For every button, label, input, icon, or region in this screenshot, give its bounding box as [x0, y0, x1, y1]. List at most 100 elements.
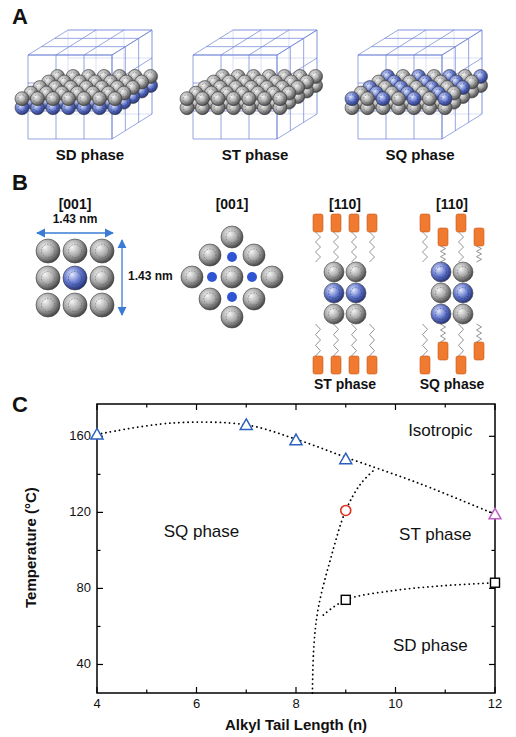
- tick-label: 10: [388, 697, 402, 712]
- mesogen-block: [474, 342, 484, 360]
- x-tick: [146, 404, 147, 408]
- fullerene-facets: [68, 298, 81, 311]
- panel-letter: C: [12, 392, 28, 417]
- fullerene-ball: [345, 92, 359, 106]
- x-tick: [246, 690, 247, 694]
- fullerene-facets: [204, 249, 216, 261]
- x-tick: [395, 687, 396, 693]
- x-tick: [295, 404, 296, 410]
- blue-site: [227, 252, 237, 262]
- fullerene-facets: [436, 288, 447, 299]
- lattice-line: [193, 139, 277, 140]
- alkyl-chain: [441, 324, 446, 342]
- fullerene-facets: [183, 95, 191, 103]
- lattice-line: [28, 55, 112, 56]
- fullerene-ball: [221, 226, 243, 248]
- fullerene-ball: [211, 92, 225, 106]
- lattice-cube: [345, 30, 488, 139]
- alkyl-chain: [477, 324, 482, 342]
- y-tick: [97, 550, 101, 551]
- x-tick: [345, 404, 346, 408]
- fullerene-ball: [36, 239, 60, 263]
- region-label: SQ phase: [164, 522, 240, 542]
- fullerene-facets: [329, 309, 340, 320]
- fullerene-ball: [261, 266, 283, 288]
- x-tick: [395, 404, 396, 410]
- alkyl-chain: [370, 324, 375, 356]
- fullerene-facets: [364, 95, 372, 103]
- dimension-label: 1.43 nm: [53, 213, 98, 227]
- data-point: [340, 453, 352, 464]
- fullerene-ball: [376, 92, 390, 106]
- fullerene-facets: [68, 271, 81, 284]
- alkyl-chain: [459, 232, 464, 262]
- data-point: [91, 428, 103, 439]
- fullerene-facets: [226, 271, 238, 283]
- data-point: [491, 578, 500, 587]
- mesogen-block: [438, 342, 448, 360]
- fullerene-ball: [62, 92, 76, 106]
- mesogen-block: [331, 214, 341, 232]
- phase-label: SQ phase: [420, 376, 485, 392]
- lattice-line: [385, 38, 469, 39]
- phase-label: SD phase: [56, 146, 124, 163]
- fullerene-facets: [226, 311, 238, 323]
- fullerene-facets: [186, 271, 198, 283]
- direction-label: [001]: [59, 196, 92, 212]
- fullerene-ball: [392, 92, 406, 106]
- direction-label: [110]: [329, 196, 361, 212]
- fullerene-facets: [68, 244, 81, 257]
- lattice-line: [193, 55, 277, 56]
- y-tick: [489, 588, 495, 589]
- fullerene-facets: [348, 95, 356, 103]
- tick-label: 6: [193, 697, 200, 712]
- alkyl-chain: [441, 246, 446, 262]
- region-label: SD phase: [393, 636, 468, 656]
- mesogen-block: [349, 214, 359, 232]
- x-tick: [196, 404, 197, 410]
- fullerene-ball: [243, 244, 265, 266]
- fullerene-facets: [441, 95, 449, 103]
- fullerene-facets: [410, 95, 418, 103]
- lattice-line: [206, 46, 290, 47]
- lattice-line: [371, 46, 455, 47]
- fullerene-ball: [346, 283, 366, 303]
- lattice-line: [277, 114, 317, 139]
- phase-label: SQ phase: [385, 146, 454, 163]
- lattice-line: [112, 30, 152, 55]
- dimension-arrow: [37, 232, 113, 233]
- fullerene-ball: [15, 92, 29, 106]
- dimension-arrow: [121, 240, 122, 315]
- axis-title: Alkyl Tail Length (n): [225, 716, 367, 733]
- mesogen-block: [420, 214, 430, 232]
- alkyl-chain: [316, 232, 321, 262]
- lattice-line: [398, 30, 482, 31]
- lattice-line: [233, 30, 317, 31]
- fullerene-facets: [204, 293, 216, 305]
- fullerene-ball: [431, 262, 451, 282]
- alkyl-chain: [352, 324, 357, 356]
- fullerene-facets: [245, 95, 253, 103]
- region-label: ST phase: [399, 525, 471, 545]
- fullerene-facets: [49, 95, 57, 103]
- y-tick: [97, 588, 103, 589]
- mesogen-block: [420, 356, 430, 374]
- panel-letter: A: [12, 4, 28, 29]
- phase-diagram: [91, 404, 501, 693]
- data-point: [489, 508, 501, 519]
- direction-label: [001]: [216, 196, 249, 212]
- lattice-cube: [180, 30, 323, 139]
- fullerene-ball: [90, 239, 114, 263]
- fullerene-facets: [395, 95, 403, 103]
- lattice-line: [442, 30, 482, 55]
- fullerene-ball: [63, 266, 87, 290]
- fullerene-facets: [248, 249, 260, 261]
- fullerene-facets: [226, 231, 238, 243]
- plot-frame: [97, 404, 495, 693]
- phase-boundary: [312, 469, 375, 693]
- blue-site: [207, 272, 217, 282]
- lattice-line: [220, 38, 304, 39]
- fullerene-facets: [426, 95, 434, 103]
- tick-label: 160: [69, 429, 91, 444]
